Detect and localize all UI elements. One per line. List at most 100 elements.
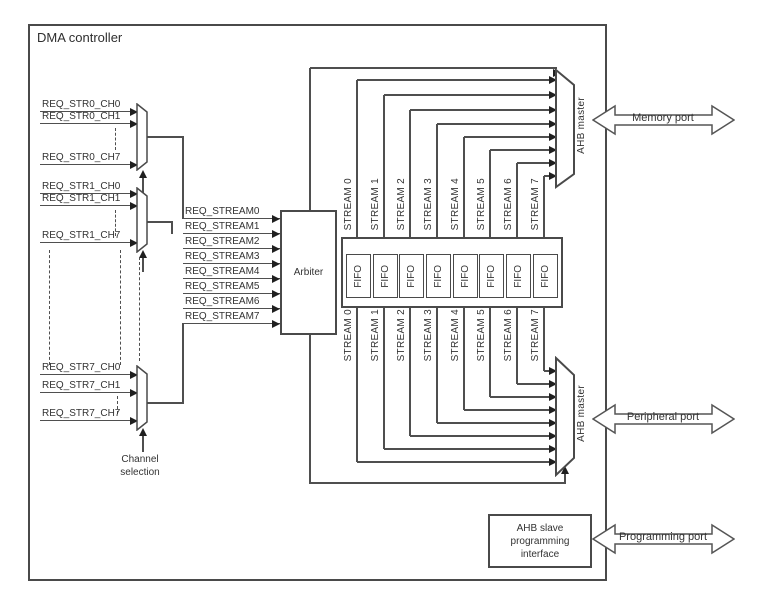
fifo-label: FIFO [513,264,524,288]
dashed-ellipsis-line [49,250,51,365]
arrowhead-icon [130,108,138,116]
arrowhead-icon [549,431,557,440]
dma-controller-box [28,24,607,581]
wire-req-stream0: REQ_STREAM0 [183,205,280,223]
fifo-label: FIFO [380,264,391,288]
ahb-master-memory-label: AHB master [576,97,587,154]
arrowhead-icon [549,418,557,427]
signal-req-str0-ch0: REQ_STR0_CH0 [40,98,138,116]
arrowhead-icon [549,392,557,401]
fifo-label: FIFO [486,264,497,288]
connector-line [436,124,438,246]
signal-req-str1-ch7: REQ_STR1_CH7 [40,229,138,247]
signal-req-str0-ch7: REQ_STR0_CH7 [40,151,138,169]
stream-label-bottom-6: STREAM 6 [503,309,514,362]
arrowhead-icon [272,305,280,313]
connector-line [464,409,550,411]
stream-label-top-7: STREAM 7 [530,178,541,231]
arrowhead-icon [130,161,138,169]
connector-line [356,80,358,246]
connector-line [410,435,550,437]
connector-line [309,332,311,484]
ahb-slave-box: AHB slave programming interface [488,514,592,568]
signal-label: REQ_STR7_CH7 [42,408,121,419]
signal-req-str7-ch1: REQ_STR7_CH1 [40,379,138,397]
connector-line [357,79,550,81]
ahb-slave-line3: interface [520,548,560,560]
arrowhead-icon [272,260,280,268]
connector-line [490,396,550,398]
arrowhead-icon [549,379,557,388]
channel-mux-str1 [136,187,148,253]
connector-line [489,304,491,397]
wire-req-stream1: REQ_STREAM1 [183,220,280,238]
ahb-master-peripheral-shape [555,356,575,477]
signal-req-str7-ch0: REQ_STR7_CH0 [40,361,138,379]
channel-selection-label: Channel selection [98,453,182,479]
wire-req-stream6: REQ_STREAM6 [183,295,280,313]
memory-port-arrow [592,104,735,136]
stream-label-bottom-0: STREAM 0 [343,309,354,362]
arrowhead-icon [549,132,557,141]
connector-line [310,482,566,484]
connector-line [436,304,438,423]
ahb-slave-line2: programming [510,535,570,547]
stream-label-bottom-1: STREAM 1 [370,309,381,362]
dashed-ellipsis-line [115,128,117,150]
req-stream-label: REQ_STREAM4 [185,266,260,277]
fifo-box-5: FIFO [479,254,504,298]
arrowhead-icon [130,202,138,210]
arrowhead-icon [272,245,280,253]
connector-line [384,94,550,96]
arrowhead-icon [130,190,138,198]
memory-port-label: Memory port [632,112,694,124]
connector-line [383,304,385,449]
wire-req-stream7: REQ_STREAM7 [183,310,280,328]
arrowhead-icon [549,145,557,154]
connector-line [516,304,518,384]
arrowhead-icon [138,428,147,436]
diagram-title: DMA controller [37,30,123,45]
programming-port-label: Programming port [618,531,708,543]
stream-label-bottom-5: STREAM 5 [476,309,487,362]
arrowhead-icon [130,120,138,128]
connector-line [543,304,545,371]
signal-label: REQ_STR0_CH7 [42,152,121,163]
signal-label: REQ_STR7_CH0 [42,362,121,373]
channel-mux-str7 [136,365,148,431]
connector-line [310,67,557,69]
req-stream-label: REQ_STREAM1 [185,221,260,232]
arrowhead-icon [130,389,138,397]
ahb-slave-line1: AHB slave [516,522,564,534]
arrowhead-icon [130,239,138,247]
dashed-ellipsis-line [120,250,122,365]
connector-line [142,258,144,272]
connector-line [147,221,173,223]
fifo-box-4: FIFO [453,254,478,298]
fifo-box-2: FIFO [399,254,424,298]
connector-line [543,176,545,246]
peripheral-port-arrow [592,403,735,435]
req-stream-label: REQ_STREAM3 [185,251,260,262]
signal-req-str1-ch0: REQ_STR1_CH0 [40,180,138,198]
wire-req-stream3: REQ_STREAM3 [183,250,280,268]
arrowhead-icon [272,275,280,283]
fifo-box-6: FIFO [506,254,531,298]
ahb-master-memory-shape [555,68,575,189]
arrowhead-icon [130,417,138,425]
connector-line [142,178,144,196]
req-stream-label: REQ_STREAM6 [185,296,260,307]
fifo-label: FIFO [540,264,551,288]
connector-line [517,162,550,164]
fifo-box-7: FIFO [533,254,558,298]
ahb-master-peripheral-label: AHB master [576,385,587,442]
programming-port-arrow [592,523,735,555]
connector-line [142,436,144,452]
fifo-label: FIFO [460,264,471,288]
connector-line [464,136,550,138]
stream-label-bottom-3: STREAM 3 [423,309,434,362]
connector-line [384,448,550,450]
arrowhead-icon [549,366,557,375]
peripheral-port-label: Peripheral port [626,411,700,423]
arrowhead-icon [130,371,138,379]
